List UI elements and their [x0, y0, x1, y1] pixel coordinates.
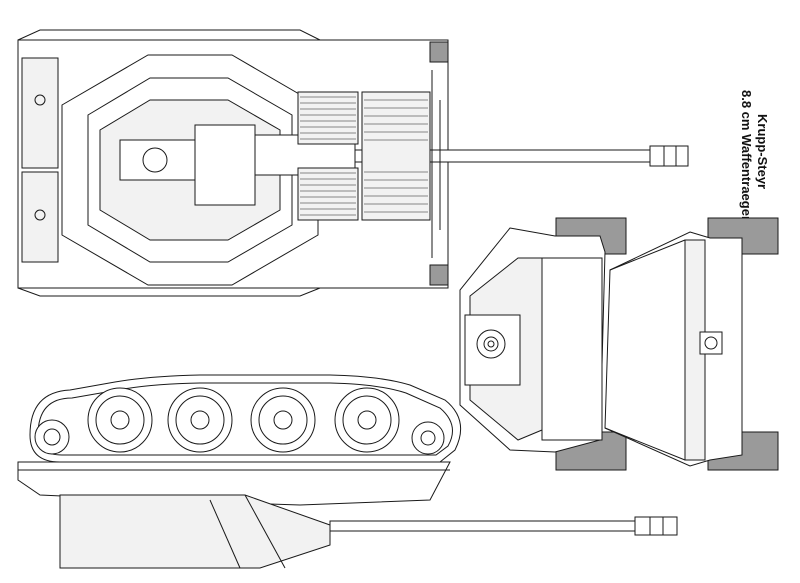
side-gun-shield: [59, 494, 331, 569]
side-muzzle-brake: [634, 516, 678, 536]
drawing-title: 8.8 cm Waffentraeger Krupp-Steyr: [739, 90, 770, 221]
side-gun-barrel: [329, 520, 636, 532]
side-view: [17, 374, 678, 569]
title-line-2: Krupp-Steyr: [755, 114, 770, 189]
rear-hull: [604, 231, 743, 467]
top-view: [17, 29, 689, 297]
rear-view: [604, 217, 779, 471]
front-view: [459, 217, 627, 471]
front-gun-muzzle: [476, 329, 506, 359]
side-road-wheels: [34, 387, 445, 455]
title-line-1: 8.8 cm Waffentraeger: [739, 90, 754, 221]
top-muzzle-brake: [649, 145, 689, 167]
